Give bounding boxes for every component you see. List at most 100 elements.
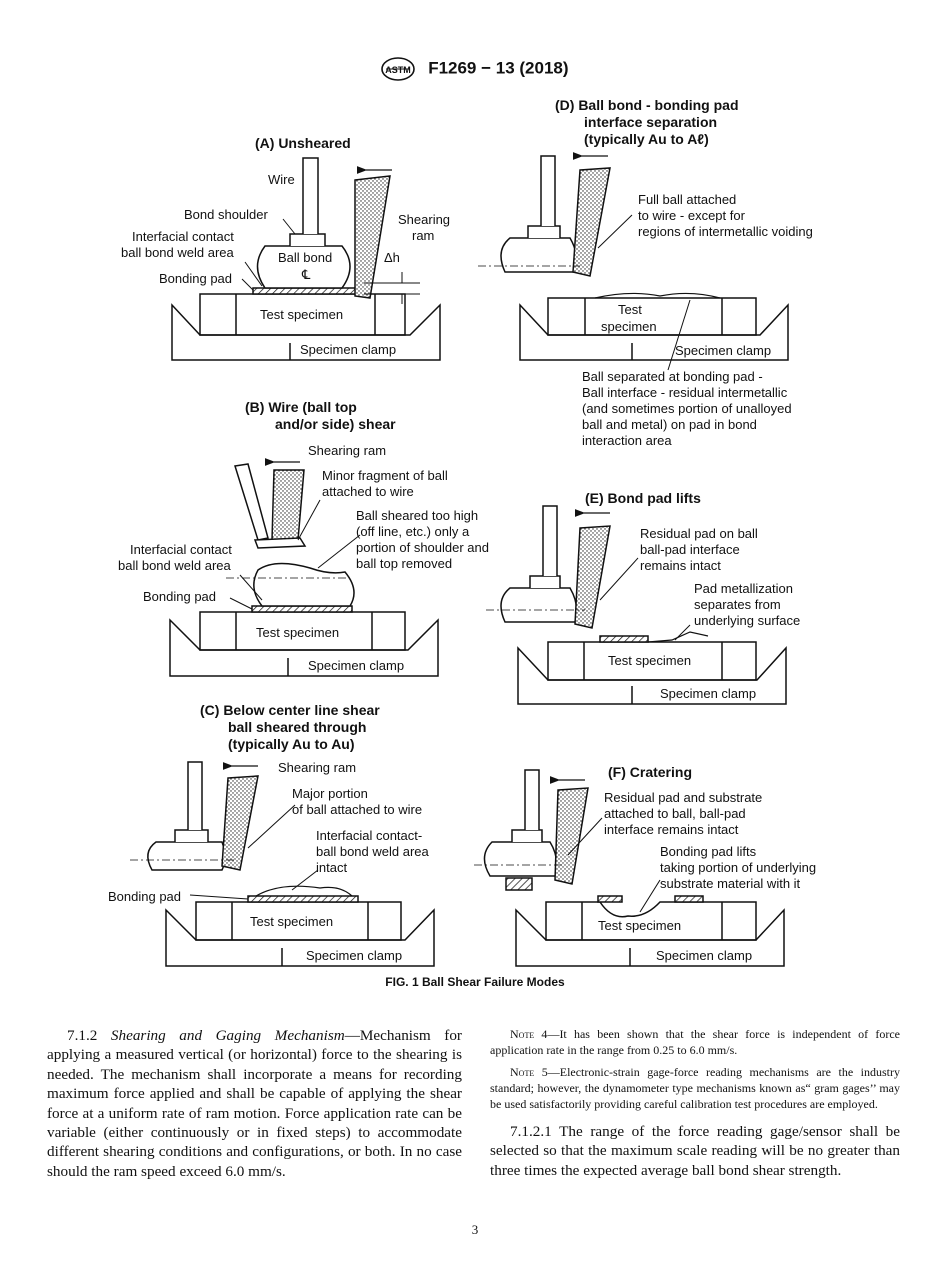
panel-b-test-specimen-label: Test specimen [256,625,339,640]
note-5-label: Note 5 [510,1065,548,1079]
section-number: 7.1.2 [67,1027,98,1044]
panel-b-too-high-label-3: portion of shoulder and [356,540,489,555]
panel-f-residual-label-1: Residual pad and substrate [604,790,762,805]
panel-e-title: (E) Bond pad lifts [585,490,701,506]
panel-b-specimen-clamp-label: Specimen clamp [308,658,404,673]
panel-c-specimen-clamp-label: Specimen clamp [306,948,402,963]
panel-e-residual-label-2: ball-pad interface [640,542,740,557]
panel-a-shearing-ram [354,175,391,299]
panel-c-major-portion-label-2: of ball attached to wire [292,802,422,817]
svg-text:ASTM: ASTM [386,65,412,75]
panel-a-ball-bond-label: Ball bond [278,250,332,265]
panel-f-pad-lifts-label-3: substrate material with it [660,876,801,891]
panel-e-test-specimen-label: Test specimen [608,653,691,668]
panel-a-test-specimen-label: Test specimen [260,307,343,322]
panel-b-too-high-label-2: (off line, etc.) only a [356,524,470,539]
panel-e-residual-label-1: Residual pad on ball [640,526,758,541]
panel-e-metallization-label-1: Pad metallization [694,581,793,596]
section-7-1-2: 7.1.2 Shearing and Gaging Mechanism—Mech… [47,1026,462,1181]
figure-ball-shear: (A) Unsheared Wire Bond shoulder Interfa… [108,97,816,967]
panel-d-title-1: (D) Ball bond - bonding pad [555,97,739,113]
panel-d-specimen-label: specimen [601,319,657,334]
section-heading: Shearing and Gaging Mechanism [110,1027,345,1044]
left-column: 7.1.2 Shearing and Gaging Mechanism—Mech… [47,1026,462,1181]
panel-f-residual-label-3: interface remains intact [604,822,739,837]
panel-b-title-1: (B) Wire (ball top [245,399,357,415]
panel-a-bonding-pad-label: Bonding pad [159,271,232,286]
panel-e [486,505,787,705]
panel-f-test-specimen-label: Test specimen [598,918,681,933]
panel-e-specimen-clamp-label: Specimen clamp [660,686,756,701]
panel-f-specimen-clamp-label: Specimen clamp [656,948,752,963]
panel-c-interfacial-label-1: Interfacial contact- [316,828,422,843]
standard-designation: F1269 − 13 (2018) [428,58,569,78]
panel-a-delta-h-label: Δh [384,250,400,265]
panel-a-interfacial-label-2: ball bond weld area [121,245,235,260]
panel-b-interfacial-label-1: Interfacial contact [130,542,232,557]
panel-d-title-2: interface separation [584,114,717,130]
panel-c-interfacial-label-3: intact [316,860,347,875]
panel-a-ball-bond [256,245,351,289]
section-text: —Mechanism for applying a measured verti… [47,1027,462,1180]
panel-b-title-2: and/or side) shear [275,416,396,432]
panel-a-wire-label: Wire [268,172,295,187]
panel-a-interfacial-label-1: Interfacial contact [132,229,234,244]
panel-a-shearing-label: Shearing [398,212,450,227]
panel-d-title-3: (typically Au to Aℓ) [584,131,709,147]
panel-c-title-3: (typically Au to Au) [228,736,355,752]
panel-f-pad-lifts-label-1: Bonding pad lifts [660,844,757,859]
panel-f-pad-lifts-label-2: taking portion of underlying [660,860,816,875]
panel-a-title: (A) Unsheared [255,135,351,151]
panel-a [171,157,441,361]
panel-c-test-specimen-label: Test specimen [250,914,333,929]
right-column: Note 4—It has been shown that the shear … [490,1026,900,1195]
panel-a-centerline-label: ℄ [301,267,311,282]
note-4-text: —It has been shown that the shear force … [490,1027,900,1057]
panel-e-metallization-label-2: separates from [694,597,781,612]
panel-d-separation-label-2: Ball interface - residual intermetallic [582,385,788,400]
panel-a-bond-shoulder-label: Bond shoulder [184,207,269,222]
section-7-1-2-1-text: The range of the force reading gage/sens… [490,1123,900,1179]
panel-d [478,152,789,371]
note-4-label: Note 4 [510,1027,548,1041]
panel-c-title-2: ball sheared through [228,719,366,735]
panel-c-title-1: (C) Below center line shear [200,702,380,718]
panel-a-specimen-clamp-label: Specimen clamp [300,342,396,357]
page-header: ASTM F1269 − 13 (2018) [0,57,950,81]
panel-a-bond-shoulder [289,233,326,246]
panel-c [130,761,435,967]
panel-a-bonding-pad [252,287,359,295]
panel-d-full-ball-label-3: regions of intermetallic voiding [638,224,813,239]
panel-c-bonding-pad-label: Bonding pad [108,889,181,904]
astm-logo-icon: ASTM [381,57,416,81]
panel-a-ram-label: ram [412,228,434,243]
note-4: Note 4—It has been shown that the shear … [490,1026,900,1058]
panel-b-minor-fragment-label-2: attached to wire [322,484,414,499]
figure-drawing: (A) Unsheared Wire Bond shoulder Interfa… [108,97,816,967]
section-7-1-2-1-number: 7.1.2.1 [510,1123,552,1140]
panel-d-full-ball-label-1: Full ball attached [638,192,736,207]
panel-b-bonding-pad-label: Bonding pad [143,589,216,604]
panel-f-title: (F) Cratering [608,764,692,780]
panel-d-separation-label-4: ball and metal) on pad in bond [582,417,757,432]
panel-c-shearing-ram-label: Shearing ram [278,760,356,775]
page-number: 3 [471,1222,479,1237]
panel-d-separation-label-3: (and sometimes portion of unalloyed [582,401,792,416]
panel-d-full-ball-label-2: to wire - except for [638,208,746,223]
section-7-1-2-1: 7.1.2.1 The range of the force reading g… [490,1122,900,1180]
panel-b-shearing-ram-label: Shearing ram [308,443,386,458]
panel-c-interfacial-label-2: ball bond weld area [316,844,430,859]
panel-e-metallization-label-3: underlying surface [694,613,800,628]
panel-b-too-high-label-1: Ball sheared too high [356,508,478,523]
panel-e-residual-label-3: remains intact [640,558,721,573]
panel-f [474,769,785,967]
panel-b [169,458,439,677]
panel-f-residual-label-2: attached to ball, ball-pad [604,806,746,821]
panel-b-too-high-label-4: ball top removed [356,556,452,571]
panel-d-specimen-clamp-label: Specimen clamp [675,343,771,358]
panel-a-wire [302,157,319,234]
panel-b-minor-fragment-label-1: Minor fragment of ball [322,468,448,483]
panel-d-separation-label-5: interaction area [582,433,672,448]
note-5: Note 5—Electronic-strain gage-force read… [490,1064,900,1112]
panel-b-interfacial-label-2: ball bond weld area [118,558,232,573]
